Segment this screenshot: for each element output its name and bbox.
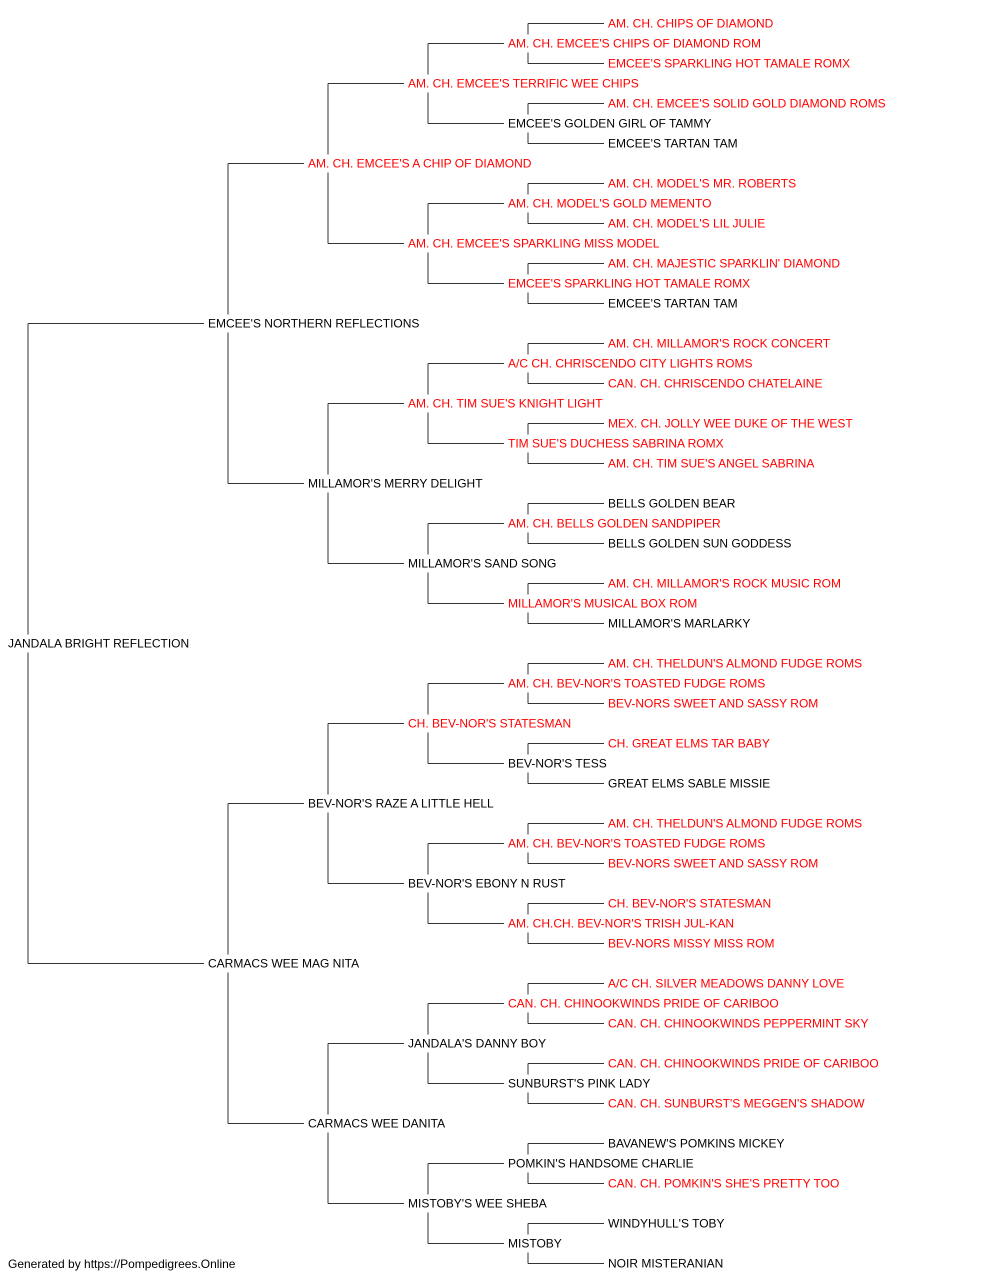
ancestor-name[interactable]: BEV-NORS SWEET AND SASSY ROM [608,857,818,871]
ancestor-name[interactable]: EMCEE'S SPARKLING HOT TAMALE ROMX [608,57,850,71]
ancestor-name[interactable]: EMCEE'S SPARKLING HOT TAMALE ROMX [508,277,750,291]
ancestor-name[interactable]: AM. CH. EMCEE'S CHIPS OF DIAMOND ROM [508,37,761,51]
ancestor-name[interactable]: BEV-NORS SWEET AND SASSY ROM [608,697,818,711]
ancestor-name[interactable]: CH. BEV-NOR'S STATESMAN [608,897,771,911]
ancestor-name[interactable]: AM. CH. EMCEE'S SPARKLING MISS MODEL [408,237,660,251]
ancestor-name[interactable]: EMCEE'S GOLDEN GIRL OF TAMMY [508,117,711,131]
ancestor-name[interactable]: AM. CH. BEV-NOR'S TOASTED FUDGE ROMS [508,677,765,691]
footer-credit: Generated by https://Pompedigrees.Online [8,1257,236,1271]
ancestor-name[interactable]: MILLAMOR'S MUSICAL BOX ROM [508,597,697,611]
ancestor-name[interactable]: AM. CH. CHIPS OF DIAMOND [608,17,774,31]
ancestor-name[interactable]: AM. CH. MILLAMOR'S ROCK MUSIC ROM [608,577,841,591]
ancestor-name[interactable]: AM. CH. TIM SUE'S KNIGHT LIGHT [408,397,603,411]
ancestor-name[interactable]: CAN. CH. SUNBURST'S MEGGEN'S SHADOW [608,1097,865,1111]
ancestor-name[interactable]: SUNBURST'S PINK LADY [508,1077,650,1091]
connector-lines [27,22,604,1265]
ancestor-name[interactable]: BAVANEW'S POMKINS MICKEY [608,1137,785,1151]
ancestor-name[interactable]: A/C CH. SILVER MEADOWS DANNY LOVE [608,977,844,991]
ancestor-name[interactable]: POMKIN'S HANDSOME CHARLIE [508,1157,694,1171]
ancestor-name[interactable]: CAN. CH. CHINOOKWINDS PEPPERMINT SKY [608,1017,868,1031]
ancestor-name[interactable]: CAN. CH. POMKIN'S SHE'S PRETTY TOO [608,1177,839,1191]
ancestor-name[interactable]: AM. CH. TIM SUE'S ANGEL SABRINA [608,457,814,471]
ancestor-name[interactable]: MISTOBY [508,1237,562,1251]
ancestor-name[interactable]: AM. CH. EMCEE'S A CHIP OF DIAMOND [308,157,532,171]
ancestor-name[interactable]: AM. CH. BEV-NOR'S TOASTED FUDGE ROMS [508,837,765,851]
ancestor-name[interactable]: BEV-NOR'S RAZE A LITTLE HELL [308,797,494,811]
ancestor-name[interactable]: BELLS GOLDEN SUN GODDESS [608,537,791,551]
ancestor-name[interactable]: MILLAMOR'S SAND SONG [408,557,556,571]
ancestor-name[interactable]: CAN. CH. CHINOOKWINDS PRIDE OF CARIBOO [608,1057,879,1071]
ancestor-name[interactable]: BEV-NOR'S EBONY N RUST [408,877,566,891]
ancestor-name[interactable]: GREAT ELMS SABLE MISSIE [608,777,770,791]
ancestor-name[interactable]: CH. BEV-NOR'S STATESMAN [408,717,571,731]
ancestor-name[interactable]: A/C CH. CHRISCENDO CITY LIGHTS ROMS [508,357,752,371]
ancestor-name[interactable]: AM. CH. EMCEE'S TERRIFIC WEE CHIPS [408,77,639,91]
ancestor-name[interactable]: WINDYHULL'S TOBY [608,1217,725,1231]
ancestor-name[interactable]: NOIR MISTERANIAN [608,1257,723,1271]
ancestor-name[interactable]: MILLAMOR'S MARLARKY [608,617,750,631]
ancestor-name[interactable]: AM. CH. MODEL'S MR. ROBERTS [608,177,796,191]
ancestor-name[interactable]: CARMACS WEE MAG NITA [208,957,359,971]
ancestor-name[interactable]: BEV-NOR'S TESS [508,757,607,771]
ancestor-name[interactable]: AM. CH.CH. BEV-NOR'S TRISH JUL-KAN [508,917,734,931]
ancestor-name[interactable]: AM. CH. BELLS GOLDEN SANDPIPER [508,517,721,531]
ancestor-name[interactable]: CAN. CH. CHINOOKWINDS PRIDE OF CARIBOO [508,997,779,1011]
ancestor-name[interactable]: BEV-NORS MISSY MISS ROM [608,937,774,951]
ancestor-name[interactable]: EMCEE'S NORTHERN REFLECTIONS [208,317,419,331]
ancestor-name[interactable]: JANDALA'S DANNY BOY [408,1037,546,1051]
ancestor-name[interactable]: AM. CH. THELDUN'S ALMOND FUDGE ROMS [608,817,862,831]
ancestor-name[interactable]: EMCEE'S TARTAN TAM [608,137,738,151]
ancestor-name[interactable]: BELLS GOLDEN BEAR [608,497,736,511]
dog-labels: JANDALA BRIGHT REFLECTION EMCEE'S NORTHER… [8,17,886,1271]
ancestor-name[interactable]: AM. CH. MAJESTIC SPARKLIN' DIAMOND [608,257,840,271]
ancestor-name[interactable]: EMCEE'S TARTAN TAM [608,297,738,311]
ancestor-name[interactable]: AM. CH. MODEL'S GOLD MEMENTO [508,197,711,211]
ancestor-name[interactable]: AM. CH. MODEL'S LIL JULIE [608,217,765,231]
ancestor-name[interactable]: AM. CH. EMCEE'S SOLID GOLD DIAMOND ROMS [608,97,886,111]
ancestor-name[interactable]: MISTOBY'S WEE SHEBA [408,1197,547,1211]
ancestor-name[interactable]: CARMACS WEE DANITA [308,1117,445,1131]
subject-dog-name[interactable]: JANDALA BRIGHT REFLECTION [8,637,189,651]
ancestor-name[interactable]: AM. CH. THELDUN'S ALMOND FUDGE ROMS [608,657,862,671]
ancestor-name[interactable]: CH. GREAT ELMS TAR BABY [608,737,770,751]
ancestor-name[interactable]: TIM SUE'S DUCHESS SABRINA ROMX [508,437,724,451]
ancestor-name[interactable]: AM. CH. MILLAMOR'S ROCK CONCERT [608,337,831,351]
ancestor-name[interactable]: CAN. CH. CHRISCENDO CHATELAINE [608,377,822,391]
ancestor-name[interactable]: MEX. CH. JOLLY WEE DUKE OF THE WEST [608,417,853,431]
ancestor-name[interactable]: MILLAMOR'S MERRY DELIGHT [308,477,483,491]
